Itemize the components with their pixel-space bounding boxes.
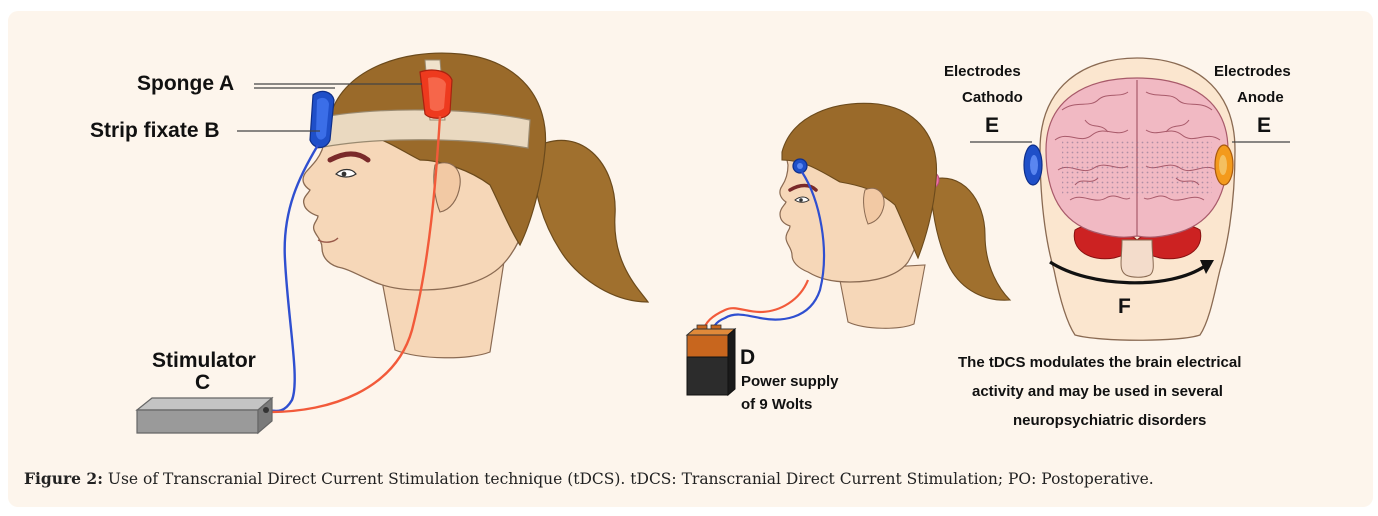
label-electrode-left-letter: E (985, 115, 999, 136)
label-arrow-letter: F (1118, 296, 1131, 317)
label-cathodo: Cathodo (962, 90, 1023, 105)
caption-label: Figure 2: (24, 469, 103, 488)
label-tdcs-line-3: neuropsychiatric disorders (1013, 413, 1206, 428)
label-tdcs-line-2: activity and may be used in several (972, 384, 1223, 399)
label-electrode-right-letter: E (1257, 115, 1271, 136)
battery (687, 325, 735, 395)
label-stimulator-letter: C (195, 372, 210, 393)
label-electrodes-left: Electrodes (944, 64, 1021, 79)
label-anode: Anode (1237, 90, 1284, 105)
caption-text: Use of Transcranial Direct Current Stimu… (108, 470, 1154, 488)
small-head (687, 103, 1010, 395)
label-power-supply-2: of 9 Wolts (741, 397, 812, 412)
label-power-supply-1: Power supply (741, 374, 839, 389)
ponytail-large (530, 140, 648, 302)
figure-caption: Figure 2: Use of Transcranial Direct Cur… (24, 471, 1354, 488)
label-strip-fixate-b: Strip fixate B (90, 120, 220, 141)
stimulator-box (137, 398, 272, 433)
label-tdcs-line-1: The tDCS modulates the brain electrical (958, 355, 1241, 370)
label-electrodes-right: Electrodes (1214, 64, 1291, 79)
label-sponge-a: Sponge A (137, 73, 234, 94)
label-stimulator: Stimulator (152, 350, 256, 371)
wire-red-small (703, 280, 808, 332)
large-head (137, 53, 648, 433)
label-battery-letter: D (740, 347, 755, 368)
ponytail-small (930, 178, 1010, 300)
